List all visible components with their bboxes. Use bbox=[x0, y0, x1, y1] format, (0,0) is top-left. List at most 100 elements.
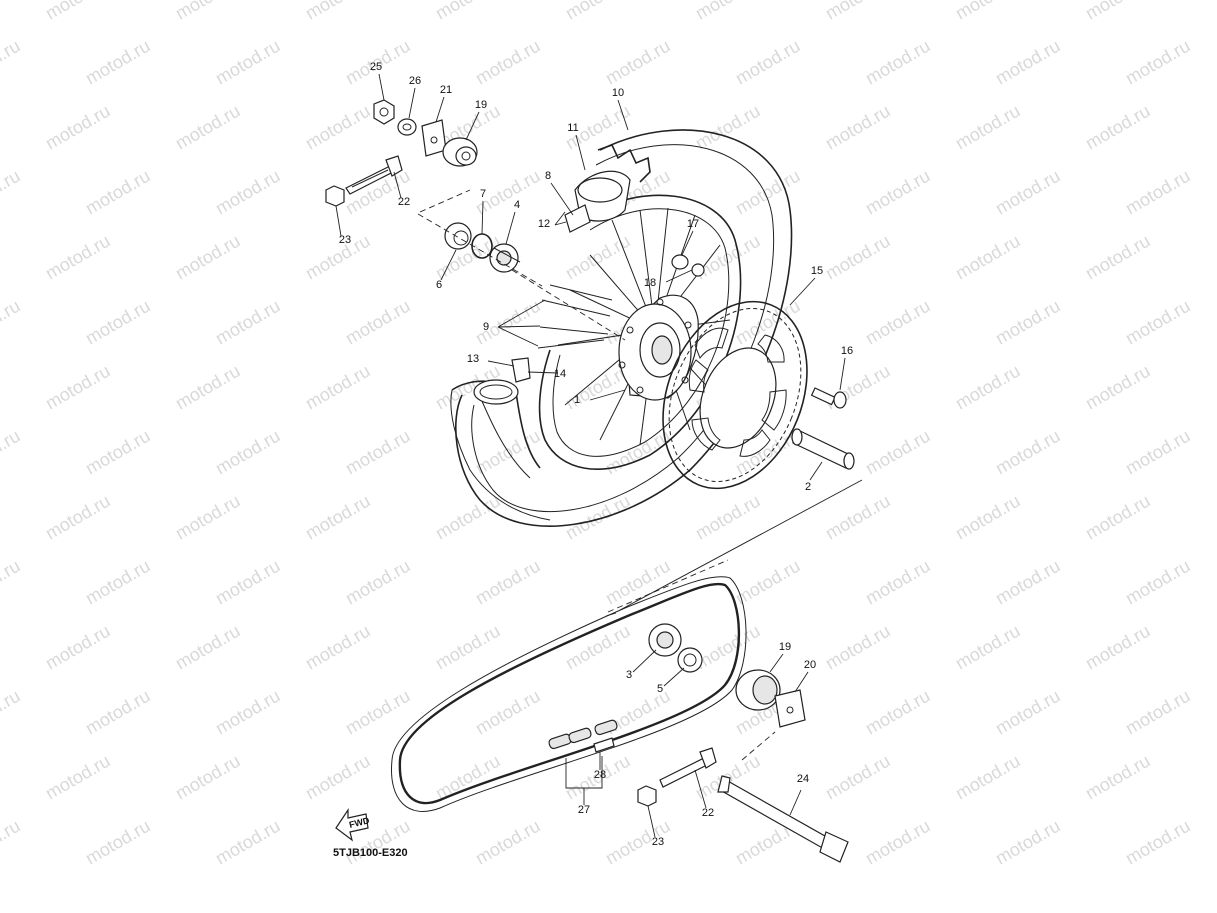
drive-chain bbox=[390, 576, 747, 812]
leader-line-p21 bbox=[435, 96, 445, 123]
leader-line-p24 bbox=[789, 789, 802, 816]
part-number-p10: 10 bbox=[612, 87, 624, 99]
leader-line-p20 bbox=[794, 671, 809, 693]
leader-line-p22a bbox=[393, 171, 402, 199]
leader-line-p12 bbox=[554, 221, 567, 226]
watermark-text: motod.ru bbox=[82, 686, 154, 739]
part-number-p1: 1 bbox=[574, 394, 580, 406]
part-number-p14: 14 bbox=[554, 368, 566, 380]
watermark-text: motod.ru bbox=[302, 0, 374, 23]
leader-line-p2 bbox=[809, 461, 823, 481]
watermark-text: motod.ru bbox=[172, 621, 244, 674]
part-number-p15: 15 bbox=[811, 265, 823, 277]
leader-line-p23b bbox=[647, 805, 656, 838]
watermark-text: motod.ru bbox=[82, 426, 154, 479]
watermark-layer: motod.ru motod.ru motod.ru motod.ru motod.ru… bbox=[0, 0, 1194, 868]
watermark-text: motod.ru bbox=[212, 36, 284, 89]
watermark-text: motod.ru bbox=[42, 491, 114, 544]
watermark-text: motod.ru bbox=[342, 426, 414, 479]
leader-line-p3 bbox=[632, 649, 657, 673]
watermark-text: motod.ru bbox=[562, 0, 634, 23]
part-number-p28: 28 bbox=[594, 769, 606, 781]
watermark-text: motod.ru bbox=[172, 491, 244, 544]
leader-line-extra-3 bbox=[554, 211, 566, 226]
leader-line-p10 bbox=[617, 99, 629, 131]
part-number-p21: 21 bbox=[440, 84, 452, 96]
part-number-p6: 6 bbox=[436, 279, 442, 291]
leader-line-p9 bbox=[497, 299, 546, 328]
watermark-text: motod.ru bbox=[82, 166, 154, 219]
watermark-text: motod.ru bbox=[562, 231, 634, 284]
watermark-text: motod.ru bbox=[862, 686, 934, 739]
watermark-text: motod.ru bbox=[602, 36, 674, 89]
watermark-text: motod.ru bbox=[692, 0, 764, 23]
watermark-text: motod.ru bbox=[82, 816, 154, 869]
watermark-text: motod.ru bbox=[952, 751, 1024, 804]
watermark-text: motod.ru bbox=[732, 556, 804, 609]
watermark-text: motod.ru bbox=[1122, 556, 1194, 609]
watermark-text: motod.ru bbox=[302, 361, 374, 414]
watermark-text: motod.ru bbox=[862, 556, 934, 609]
leader-line-p14 bbox=[527, 371, 559, 374]
watermark-text: motod.ru bbox=[992, 556, 1064, 609]
part-number-p12: 12 bbox=[538, 218, 550, 230]
watermark-text: motod.ru bbox=[342, 686, 414, 739]
leader-line-p19b bbox=[769, 653, 784, 673]
rim-lock bbox=[671, 254, 705, 277]
watermark-text: motod.ru bbox=[82, 556, 154, 609]
watermark-text: motod.ru bbox=[432, 751, 504, 804]
part-number-p18: 18 bbox=[644, 277, 656, 289]
watermark-text: motod.ru bbox=[952, 101, 1024, 154]
part-number-p16: 16 bbox=[841, 345, 853, 357]
watermark-text: motod.ru bbox=[42, 751, 114, 804]
leader-line-p22b bbox=[694, 769, 707, 809]
leader-line-extra-0 bbox=[497, 325, 541, 328]
part-number-labels: 1234567891011121314151617181919202122222… bbox=[339, 61, 853, 848]
fwd-label: FWD bbox=[348, 815, 371, 830]
watermark-text: motod.ru bbox=[1082, 751, 1154, 804]
leader-line-p5 bbox=[663, 667, 685, 687]
collar bbox=[791, 428, 855, 470]
watermark-text: motod.ru bbox=[992, 296, 1064, 349]
part-number-p17: 17 bbox=[687, 218, 699, 230]
leader-lines bbox=[335, 73, 846, 838]
leader-line-p16 bbox=[839, 357, 846, 391]
watermark-text: motod.ru bbox=[302, 621, 374, 674]
watermark-text: motod.ru bbox=[822, 231, 894, 284]
watermark-text: motod.ru bbox=[1082, 101, 1154, 154]
watermark-text: motod.ru bbox=[0, 556, 24, 609]
diagram-code: 5TJB100-E320 bbox=[333, 847, 408, 859]
watermark-text: motod.ru bbox=[1082, 491, 1154, 544]
watermark-text: motod.ru bbox=[432, 491, 504, 544]
watermark-text: motod.ru bbox=[822, 361, 894, 414]
part-number-p27: 27 bbox=[578, 804, 590, 816]
part-number-p4: 4 bbox=[514, 199, 520, 211]
watermark-text: motod.ru bbox=[1082, 231, 1154, 284]
watermark-text: motod.ru bbox=[1122, 816, 1194, 869]
watermark-text: motod.ru bbox=[992, 36, 1064, 89]
right-axle-parts bbox=[607, 559, 849, 863]
watermark-text: motod.ru bbox=[862, 36, 934, 89]
leader-line-p15 bbox=[789, 277, 816, 306]
leader-line-p23a bbox=[335, 205, 342, 237]
watermark-text: motod.ru bbox=[0, 686, 24, 739]
part-number-p5: 5 bbox=[657, 683, 663, 695]
watermark-text: motod.ru bbox=[472, 816, 544, 869]
wheel-hub bbox=[618, 294, 699, 401]
part-number-p23a: 23 bbox=[339, 234, 351, 246]
watermark-text: motod.ru bbox=[212, 686, 284, 739]
watermark-text: motod.ru bbox=[1122, 36, 1194, 89]
watermark-text: motod.ru bbox=[0, 426, 24, 479]
watermark-text: motod.ru bbox=[0, 36, 24, 89]
part-number-p19b: 19 bbox=[779, 641, 791, 653]
watermark-text: motod.ru bbox=[822, 491, 894, 544]
watermark-text: motod.ru bbox=[82, 36, 154, 89]
watermark-text: motod.ru bbox=[862, 816, 934, 869]
watermark-text: motod.ru bbox=[862, 426, 934, 479]
part-number-p2: 2 bbox=[805, 481, 811, 493]
part-number-p7: 7 bbox=[480, 188, 486, 200]
watermark-text: motod.ru bbox=[952, 491, 1024, 544]
part-number-p26: 26 bbox=[409, 75, 421, 87]
watermark-text: motod.ru bbox=[992, 426, 1064, 479]
